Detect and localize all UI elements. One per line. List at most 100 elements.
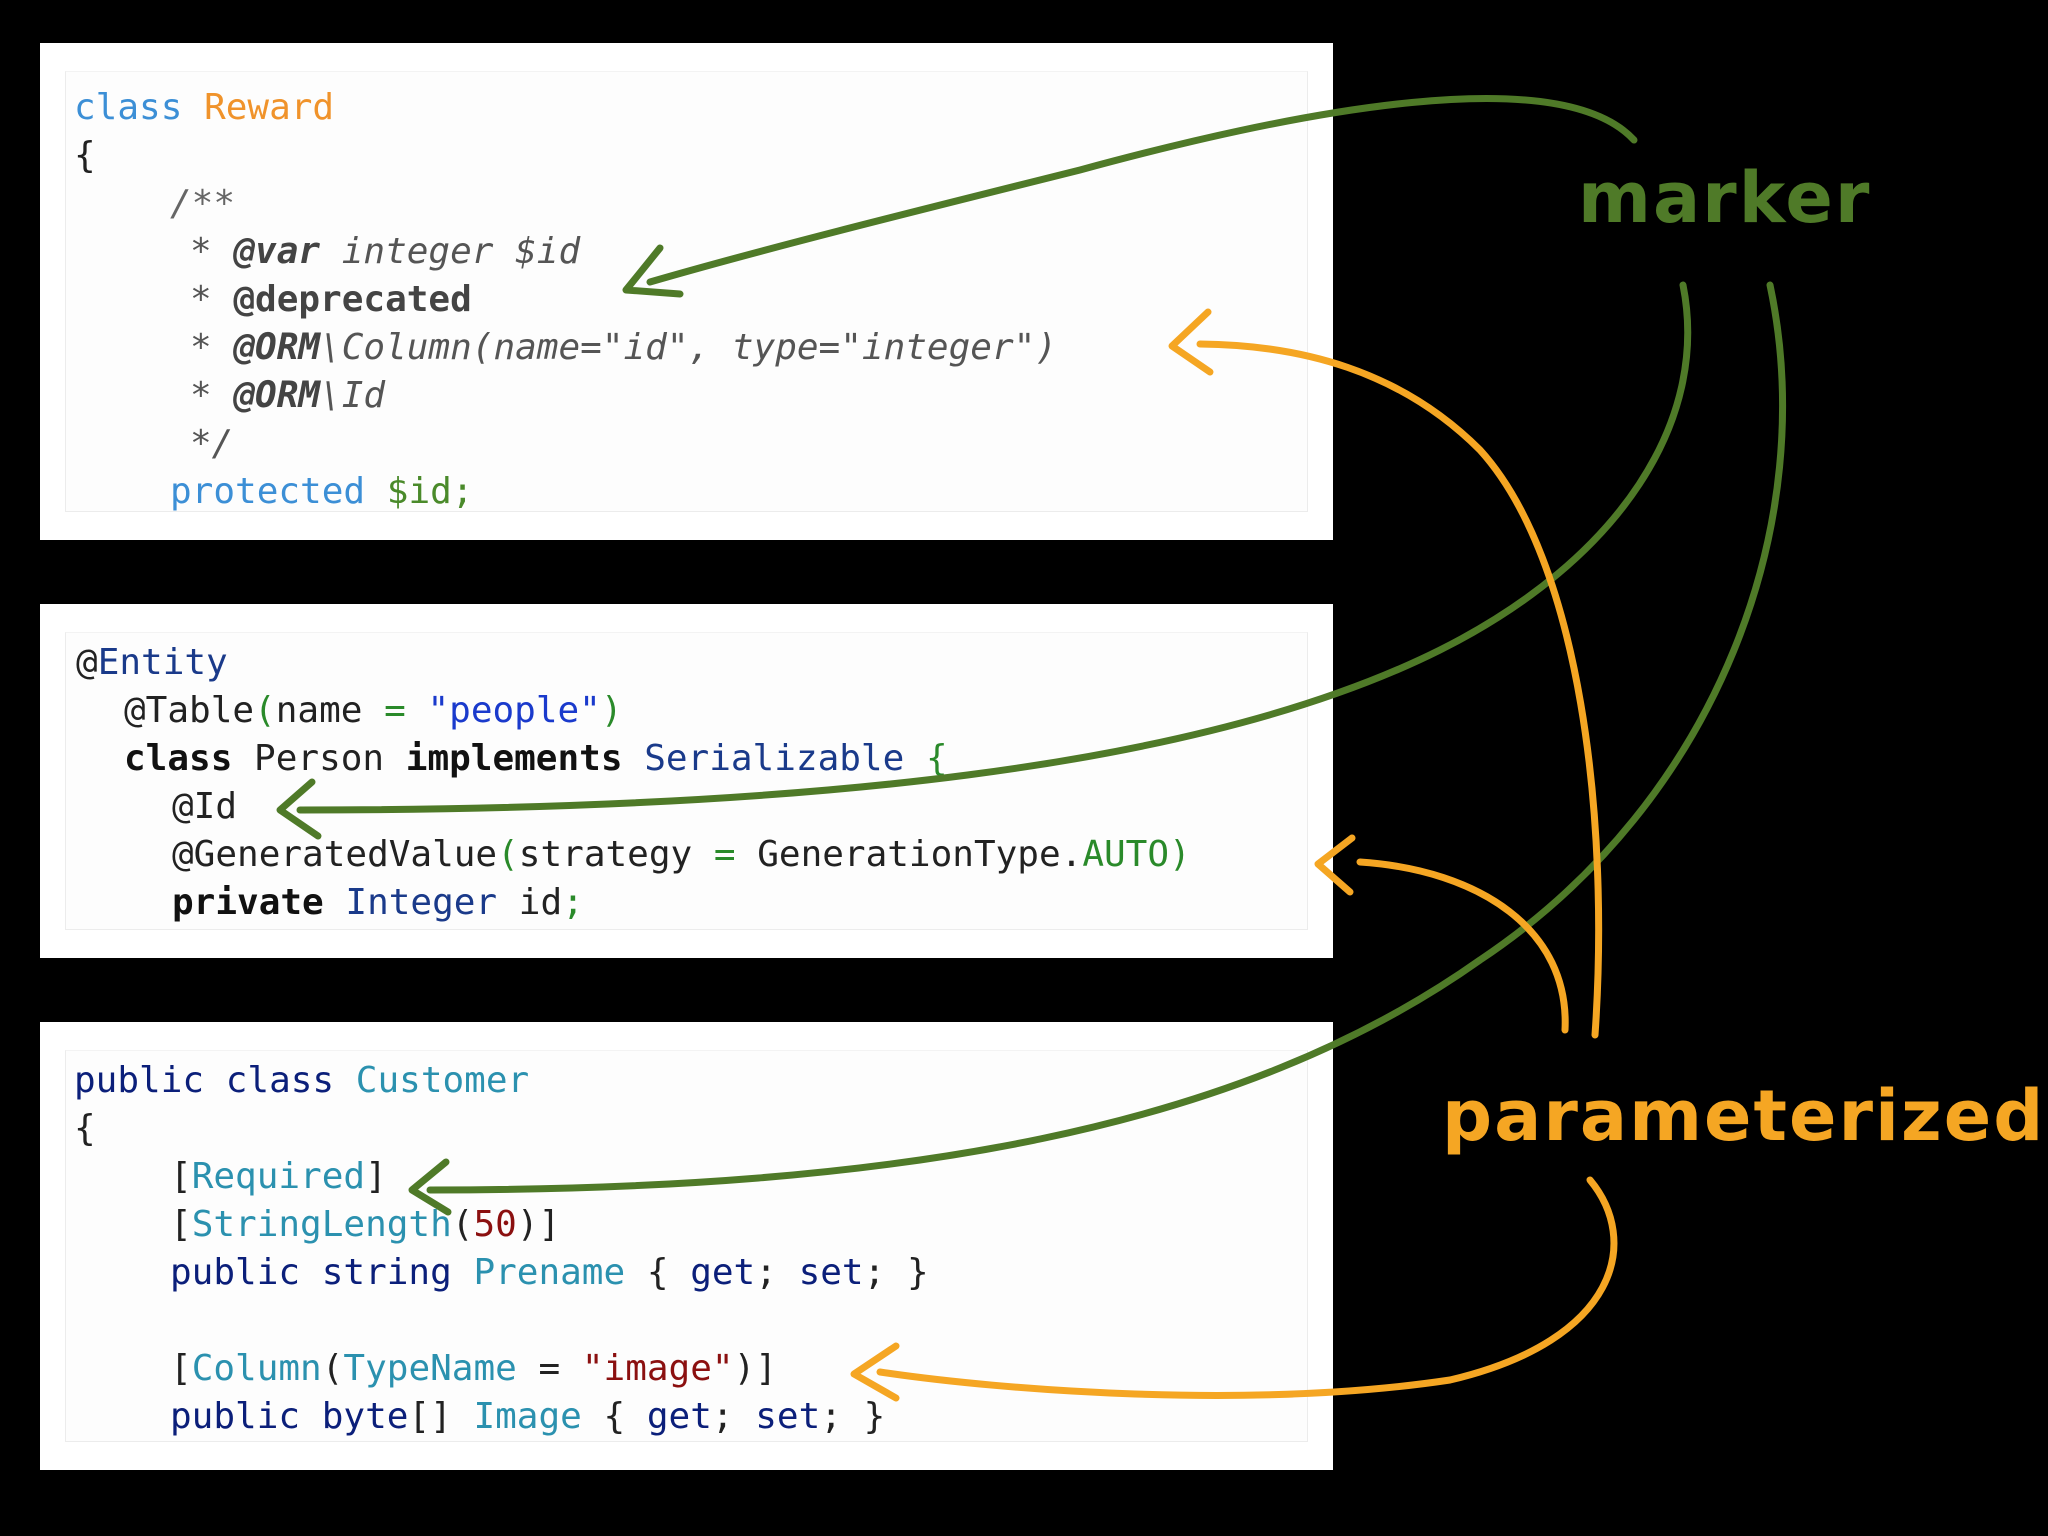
php-var-rest: integer $id <box>320 231 581 272</box>
marker-arrow-head-3 <box>408 1158 452 1216</box>
php-tag-deprecated: @deprecated <box>233 279 472 320</box>
cs-line-column: [Column(TypeName = "image")] <box>170 1345 777 1393</box>
marker-label: marker <box>1578 157 1871 239</box>
java-at-sign: @ <box>76 642 98 683</box>
java-keyword-class: class <box>124 738 233 779</box>
cs-equals: = <box>516 1348 582 1389</box>
java-generation-type: GenerationType. <box>757 834 1083 875</box>
java-field-name: id <box>497 882 563 923</box>
cs-class-name: Customer <box>355 1060 530 1101</box>
cs-paren: ( <box>321 1348 344 1389</box>
java-type-integer: Integer <box>323 882 498 923</box>
cs-line-stringlength: [StringLength(50)] <box>170 1201 560 1249</box>
java-line-field: private Integer id; <box>172 879 584 927</box>
param-arrow-head-3 <box>850 1342 900 1402</box>
cs-prop-image: Image <box>473 1396 582 1437</box>
php-line-orm-column: * @ORM\Column(name="id", type="integer") <box>190 324 1057 372</box>
java-keyword-implements: implements <box>405 738 623 779</box>
param-arrow-to-orm-column <box>1196 340 1603 1039</box>
java-table-value: "people" <box>427 690 601 731</box>
php-property: $id; <box>386 471 474 512</box>
cs-bracket: [ <box>170 1348 192 1389</box>
java-generated-annotation: @GeneratedValue <box>172 834 498 875</box>
php-line-deprecated: * @deprecated <box>190 276 472 324</box>
cs-paren: )] <box>516 1204 561 1245</box>
php-tag-var: @var <box>233 231 321 272</box>
php-star: * <box>190 279 234 320</box>
php-line-class: class Reward <box>74 84 334 132</box>
marker-arrow-head-2 <box>276 778 322 840</box>
cs-brace: ; } <box>820 1396 886 1437</box>
php-tag-orm: @ORM <box>233 327 321 368</box>
java-paren: ( <box>254 690 276 731</box>
cs-brace: ; } <box>863 1252 929 1293</box>
cs-set: set <box>755 1396 821 1437</box>
php-doc-open: /** <box>170 183 236 224</box>
cs-semicolon: ; <box>755 1252 799 1293</box>
java-keyword-private: private <box>172 882 324 923</box>
cs-get: get <box>646 1396 712 1437</box>
cs-keyword-public: public <box>74 1060 205 1101</box>
cs-string-value: "image" <box>581 1348 734 1389</box>
cs-brace: { <box>74 1108 96 1149</box>
marker-arrow-to-deprecated <box>646 95 1638 286</box>
java-brace: { <box>904 738 948 779</box>
cs-bracket: [ <box>170 1204 192 1245</box>
param-arrow-to-generated <box>1356 858 1569 1034</box>
cs-bracket: ] <box>365 1156 387 1197</box>
java-id-annotation: @Id <box>172 786 238 827</box>
param-arrow-head-1 <box>1168 308 1214 376</box>
php-keyword-protected: protected <box>170 471 366 512</box>
marker-arrow-to-id <box>296 281 1692 814</box>
php-code-block: class Reward { /** * @var integer $id * … <box>65 71 1308 512</box>
param-arrow-head-2 <box>1314 834 1356 896</box>
php-line-orm-id: * @ORM\Id <box>190 372 385 420</box>
java-table-annotation: @Table <box>124 690 255 731</box>
cs-number: 50 <box>473 1204 517 1245</box>
cs-semicolon: ; <box>711 1396 756 1437</box>
cs-brace: { <box>581 1396 647 1437</box>
java-equals: = <box>362 690 428 731</box>
cs-prop-prename: Prename <box>473 1252 626 1293</box>
cs-line-image: public byte[] Image { get; set; } <box>170 1393 885 1441</box>
cs-prop-keywords: public string <box>170 1252 474 1293</box>
cs-column-attribute: Column <box>191 1348 322 1389</box>
cs-prop-keywords: public byte <box>170 1396 409 1437</box>
java-auto-value: AUTO <box>1082 834 1170 875</box>
java-code-block: @Entity @Table(name = "people") class Pe… <box>65 632 1308 930</box>
csharp-code-block: public class Customer { [Required] [Stri… <box>65 1050 1308 1442</box>
php-line-property: protected $id; <box>170 468 473 516</box>
php-star: * <box>190 231 234 272</box>
cs-keyword-class: class <box>225 1060 335 1101</box>
param-arrow-to-column <box>876 1176 1618 1399</box>
php-class-name: Reward <box>204 87 335 128</box>
marker-arrow-head-1 <box>622 244 684 298</box>
java-line-entity: @Entity <box>76 639 228 687</box>
java-strategy-param: strategy <box>518 834 693 875</box>
php-orm-column-rest: \Column(name="id", type="integer") <box>320 327 1057 368</box>
java-code-panel: @Entity @Table(name = "people") class Pe… <box>40 604 1333 958</box>
php-tag-orm: @ORM <box>233 375 321 416</box>
cs-get: get <box>690 1252 756 1293</box>
cs-set: set <box>798 1252 864 1293</box>
java-table-param: name <box>275 690 363 731</box>
php-brace: { <box>74 135 96 176</box>
cs-brace: { <box>625 1252 691 1293</box>
java-equals: = <box>692 834 758 875</box>
php-star: * <box>190 375 234 416</box>
php-line-var: * @var integer $id <box>190 228 580 276</box>
php-code-panel: class Reward { /** * @var integer $id * … <box>40 43 1333 540</box>
php-line-brace: { <box>74 132 96 180</box>
php-star: * <box>190 327 234 368</box>
php-keyword-class: class <box>74 87 183 128</box>
java-line-class: class Person implements Serializable { <box>124 735 948 783</box>
cs-stringlength-attribute: StringLength <box>191 1204 452 1245</box>
java-class-name: Person <box>232 738 406 779</box>
java-paren: ) <box>600 690 623 731</box>
cs-array-brackets: [] <box>408 1396 474 1437</box>
parameterized-label: parameterized <box>1442 1075 2045 1157</box>
java-line-generated: @GeneratedValue(strategy = GenerationTyp… <box>172 831 1191 879</box>
cs-paren: ( <box>451 1204 474 1245</box>
php-doc-close: */ <box>190 423 234 464</box>
